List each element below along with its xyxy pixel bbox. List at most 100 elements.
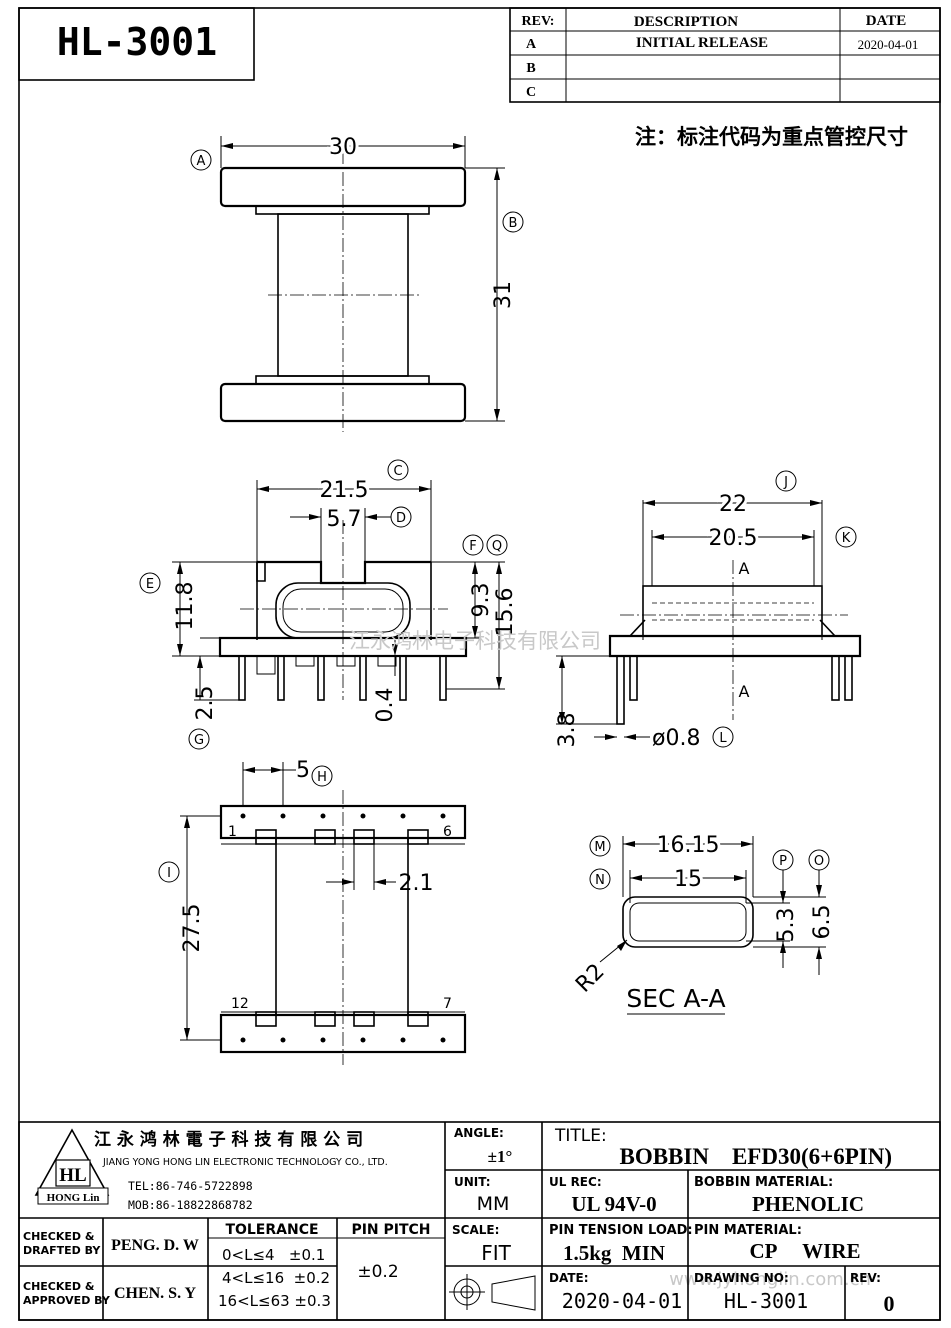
dim-top-width: 30 bbox=[329, 135, 357, 160]
callout-a: A bbox=[190, 149, 212, 171]
svg-text:G: G bbox=[194, 733, 204, 748]
pin-label-6: 6 bbox=[443, 824, 452, 840]
pin-label-1: 1 bbox=[228, 824, 237, 840]
dim-side-w2: 20.5 bbox=[709, 526, 758, 551]
svg-text:B: B bbox=[509, 216, 518, 231]
rev-row-a-date: 2020-04-01 bbox=[858, 37, 919, 52]
svg-text:J: J bbox=[783, 475, 788, 490]
dim-front-slot: 5.7 bbox=[327, 507, 362, 532]
callout-k: K bbox=[835, 526, 857, 548]
callout-d: D bbox=[390, 506, 412, 528]
material-value: PHENOLIC bbox=[752, 1192, 864, 1216]
drawing-no-label: DRAWING NO: bbox=[694, 1271, 789, 1285]
dim-side-dia: ø0.8 bbox=[652, 726, 700, 751]
svg-text:N: N bbox=[595, 873, 605, 888]
company-mob: MOB:86-18822868782 bbox=[128, 1198, 253, 1212]
dim-side-pin: 3.8 bbox=[555, 713, 580, 748]
top-view: 30 31 bbox=[219, 132, 516, 432]
date-value: 2020-04-01 bbox=[562, 1289, 682, 1313]
dim-front-h3: 15.6 bbox=[493, 588, 518, 637]
ulrec-value: UL 94V-0 bbox=[571, 1192, 656, 1216]
section-title: SEC A-A bbox=[626, 984, 725, 1013]
side-view: 22 20.5 A A 3.8 ø0.8 bbox=[555, 489, 862, 751]
callout-h: H bbox=[311, 765, 333, 787]
watermark-text: 江永鸿林电子科技有限公司 bbox=[349, 629, 601, 653]
unit-label: UNIT: bbox=[454, 1175, 491, 1189]
dim-front-gap: 0.4 bbox=[373, 688, 398, 723]
rev-label: REV: bbox=[850, 1271, 881, 1285]
desc-col-header: DESCRIPTION bbox=[634, 14, 738, 30]
callout-i: I bbox=[158, 861, 180, 883]
dim-front-width: 21.5 bbox=[320, 478, 369, 503]
part-number-box: HL-3001 bbox=[18, 7, 255, 81]
part-number: HL-3001 bbox=[57, 20, 217, 64]
drawing-no-value: HL-3001 bbox=[724, 1289, 808, 1313]
approved-by-label: APPROVED BY bbox=[23, 1294, 111, 1307]
approved-name: CHEN. S. Y bbox=[114, 1285, 197, 1302]
tolerance-row-1: 0<L≤4 ±0.1 bbox=[222, 1246, 325, 1264]
tolerance-row-2: 4<L≤16 ±0.2 bbox=[222, 1269, 330, 1287]
tension-value: 1.5kg MIN bbox=[563, 1241, 665, 1265]
svg-text:K: K bbox=[842, 531, 851, 546]
scale-value: FIT bbox=[481, 1241, 511, 1265]
dim-front-h1: 11.8 bbox=[173, 582, 198, 631]
pin-label-12: 12 bbox=[231, 996, 249, 1012]
callout-b: B bbox=[502, 211, 524, 233]
angle-value: ±1° bbox=[488, 1147, 513, 1166]
callout-l: L bbox=[712, 726, 734, 748]
company-name-en: JIANG YONG HONG LIN ELECTRONIC TECHNOLOG… bbox=[102, 1157, 388, 1168]
angle-label: ANGLE: bbox=[454, 1126, 504, 1140]
dim-front-h2: 9.3 bbox=[469, 583, 494, 618]
tension-label: PIN TENSION LOAD: bbox=[549, 1223, 693, 1238]
dim-sec-w1: 16.15 bbox=[657, 833, 720, 858]
callout-m: M bbox=[589, 835, 611, 857]
sheet-border bbox=[18, 7, 941, 1321]
front-view: 21.5 5.7 11.8 9.3 15.6 2.5 bbox=[172, 475, 518, 723]
material-label: BOBBIN MATERIAL: bbox=[694, 1175, 833, 1190]
callout-e: E bbox=[139, 572, 161, 594]
dim-sec-h1: 5.3 bbox=[774, 908, 799, 943]
dim-sec-w2: 15 bbox=[674, 867, 702, 892]
pin-pitch-label: PIN PITCH bbox=[351, 1222, 430, 1238]
ulrec-label: UL REC: bbox=[549, 1175, 602, 1189]
drafted-by-label: DRAFTED BY bbox=[23, 1244, 101, 1257]
dim-bottom-pitch: 5 bbox=[296, 758, 310, 783]
title-block: HL HONG Lin 江 永 鸿 林 電 子 科 技 有 限 公 司 JIAN… bbox=[18, 1121, 941, 1321]
rev-col-header: REV: bbox=[522, 14, 555, 29]
svg-text:E: E bbox=[146, 577, 154, 592]
callout-f: F bbox=[462, 534, 484, 556]
callout-o: O bbox=[808, 849, 830, 871]
title-value: BOBBIN EFD30(6+6PIN) bbox=[619, 1144, 892, 1169]
drafted-name: PENG. D. W bbox=[111, 1237, 199, 1254]
svg-text:H: H bbox=[317, 770, 327, 785]
company-tel: TEL:86-746-5722898 bbox=[128, 1179, 253, 1193]
section-mark-top: A bbox=[739, 559, 750, 578]
callout-c: C bbox=[387, 459, 409, 481]
company-logo: HL HONG Lin bbox=[34, 1128, 110, 1205]
pin-material-value: CP WIRE bbox=[749, 1239, 860, 1263]
unit-value: MM bbox=[477, 1193, 510, 1215]
callout-q: Q bbox=[486, 534, 508, 556]
projection-symbol-icon bbox=[449, 1274, 536, 1311]
rev-value: 0 bbox=[884, 1291, 895, 1316]
svg-text:I: I bbox=[167, 866, 171, 881]
date-label: DATE: bbox=[549, 1271, 589, 1285]
dim-bottom-len: 27.5 bbox=[180, 904, 205, 953]
rev-row-c: C bbox=[526, 85, 536, 100]
date-col-header: DATE bbox=[866, 13, 907, 29]
bottom-view: 1 6 12 7 5 27.5 2.1 bbox=[180, 758, 467, 1065]
svg-text:Q: Q bbox=[492, 539, 502, 554]
section-mark-bottom: A bbox=[739, 682, 750, 701]
section-aa: 16.15 15 5.3 6.5 R2 SEC A-A bbox=[571, 830, 835, 1015]
callout-n: N bbox=[589, 868, 611, 890]
dim-sec-h2: 6.5 bbox=[810, 905, 835, 940]
svg-text:O: O bbox=[814, 854, 824, 869]
watermark-url: www.jyhonglin.com.cn bbox=[669, 1269, 871, 1290]
dim-front-pin: 2.5 bbox=[193, 686, 218, 721]
control-note: 注：标注代码为重点管控尺寸 bbox=[635, 125, 908, 149]
dim-top-height: 31 bbox=[491, 281, 516, 309]
svg-text:HONG Lin: HONG Lin bbox=[47, 1192, 100, 1204]
svg-text:A: A bbox=[197, 154, 206, 169]
dim-sec-radius: R2 bbox=[571, 959, 609, 997]
